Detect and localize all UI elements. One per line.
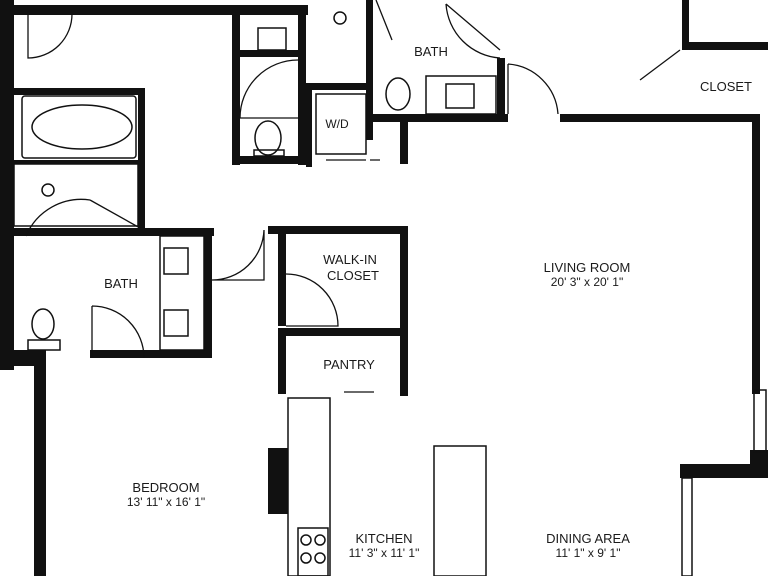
wall-closet-top [682, 42, 768, 50]
wall-pantry-left [278, 328, 286, 394]
wall-wd-right [400, 118, 408, 164]
wall-bath-vert [232, 5, 240, 165]
wall-walkin-right [400, 226, 408, 396]
door-swing-entry [27, 13, 73, 59]
wall-living-top [560, 114, 760, 122]
shower-drain-top [333, 11, 347, 25]
sink-left-2 [163, 309, 189, 337]
wall-tub-bottom [14, 160, 140, 164]
burner-3 [300, 552, 312, 564]
room-label-living: LIVING ROOM [544, 260, 631, 275]
wall-walkin-bottom [278, 328, 408, 336]
wall-bedroom-left [34, 366, 46, 576]
wall-laundry-top [306, 83, 373, 90]
room-label-bath-left: BATH [104, 276, 138, 291]
door-swing-bath-left [25, 198, 141, 237]
wall-right-column [680, 464, 768, 478]
wall-wc-right [298, 5, 306, 165]
door-swing-bedroom [211, 229, 265, 281]
door-swing-wc [239, 59, 299, 119]
sink-left-1 [163, 247, 189, 275]
wall-bath-lower [90, 350, 212, 358]
wall-walkin-left [278, 226, 286, 326]
room-dims-kitchen: 11' 3" x 11' 1" [349, 546, 420, 560]
wall-bath-vanity-right [204, 228, 212, 358]
wall-right-exterior [752, 114, 760, 394]
kitchen-counter [287, 397, 331, 576]
wall-top [14, 5, 234, 15]
burner-2 [314, 534, 326, 546]
room-label-wd: W/D [325, 117, 349, 131]
vanity-left [159, 235, 205, 351]
stove [297, 527, 329, 576]
shower [13, 163, 139, 227]
room-dims-bedroom: 13' 11" x 16' 1" [127, 495, 205, 509]
room-label-closet: CLOSET [700, 79, 752, 94]
shower-drain [41, 183, 55, 197]
wall-tub-top [14, 88, 140, 95]
toilet-left [31, 308, 55, 340]
wall-left-upper [0, 0, 14, 90]
doors [25, 0, 681, 393]
room-label-walkin-1: WALK-IN [323, 252, 377, 267]
room-label-kitchen: KITCHEN [355, 531, 412, 546]
wall-wd-left [306, 83, 312, 167]
room-label-walkin-2: CLOSET [327, 268, 379, 283]
wall-vanity-bottom [240, 50, 298, 57]
wall-bath-bottom [14, 350, 46, 366]
wall-closet-left [682, 0, 689, 50]
room-dims-dining: 11' 1" x 9' 1" [556, 546, 621, 560]
room-label-dining: DINING AREA [546, 531, 630, 546]
toilet-top-tank [253, 149, 285, 157]
wall-kitchen [268, 448, 288, 514]
fixtures [13, 11, 767, 576]
door-swing-closet [639, 49, 681, 81]
wall-wc-bottom [232, 156, 306, 164]
toilet-bath-top [385, 77, 411, 111]
window-right [753, 389, 767, 453]
toilet-left-tank [27, 339, 61, 351]
wall-walkin-top [268, 226, 408, 234]
door-swing-top-shower [375, 0, 393, 41]
bathtub [21, 95, 137, 159]
sink-bath-top [445, 83, 475, 109]
wall-laundry-right [366, 0, 373, 140]
door-swing-walkin [285, 273, 339, 327]
burner-1 [300, 534, 312, 546]
wall-tub-right [138, 88, 145, 228]
bathtub-basin [31, 104, 133, 150]
washer-dryer [315, 93, 367, 155]
wall-top-right [234, 5, 308, 15]
labels: BATH CLOSET W/D BATH WALK-IN CLOSET PANT… [104, 44, 752, 560]
room-dims-living: 20' 3" x 20' 1" [551, 275, 623, 289]
wall-bath-mid [14, 228, 214, 236]
sliding-door [681, 477, 693, 576]
door-swing-living [507, 63, 559, 115]
door-swing-bath-lower [91, 305, 145, 359]
room-label-pantry: PANTRY [323, 357, 375, 372]
door-swing-bath-top [445, 3, 501, 59]
burner-4 [314, 552, 326, 564]
vanity-bath-top [425, 75, 497, 115]
wall-bath-top-bottom [373, 114, 508, 122]
sink-top-left [257, 27, 287, 51]
room-label-bedroom: BEDROOM [132, 480, 199, 495]
toilet-top [254, 120, 282, 156]
wall-left-exterior [0, 88, 14, 370]
room-label-bath-top: BATH [414, 44, 448, 59]
wall-bath-top-right [497, 58, 505, 122]
kitchen-island [433, 445, 487, 576]
